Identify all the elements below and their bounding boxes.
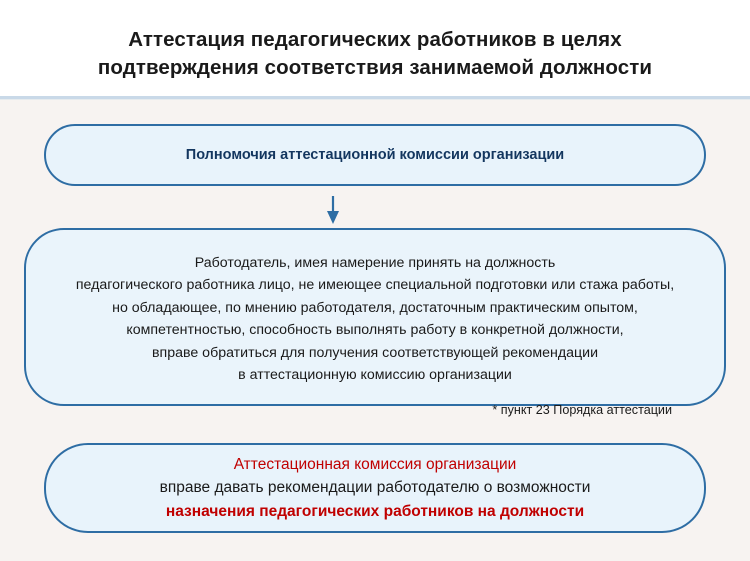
title-band: Аттестация педагогических работников в ц… bbox=[0, 12, 750, 96]
commission-line-2-emphasis: вправе давать рекомендации bbox=[159, 479, 373, 497]
employer-footnote: * пункт 23 Порядка аттестации bbox=[492, 402, 672, 417]
box-powers-of-commission: Полномочия аттестационной комиссии орган… bbox=[44, 124, 706, 186]
title-divider-inner bbox=[0, 99, 750, 100]
top-white-strip bbox=[0, 0, 750, 12]
box-employer-statement: Работодатель, имея намерение принять на … bbox=[24, 228, 726, 417]
page-title: Аттестация педагогических работников в ц… bbox=[97, 28, 653, 79]
commission-line-2: вправе давать рекомендации работодателю … bbox=[160, 476, 591, 500]
commission-line-1: Аттестационная комиссия организации bbox=[233, 455, 517, 473]
box-powers-label: Полномочия аттестационной комиссии орган… bbox=[185, 147, 565, 163]
commission-line-2-rest: работодателю о возможности bbox=[372, 479, 591, 497]
employer-paragraph: Работодатель, имея намерение принять на … bbox=[75, 255, 675, 384]
title-divider bbox=[0, 96, 750, 99]
commission-line-3: назначения педагогических работников на … bbox=[165, 502, 585, 520]
box-commission-recommendation: Аттестационная комиссия организации впра… bbox=[44, 443, 706, 533]
